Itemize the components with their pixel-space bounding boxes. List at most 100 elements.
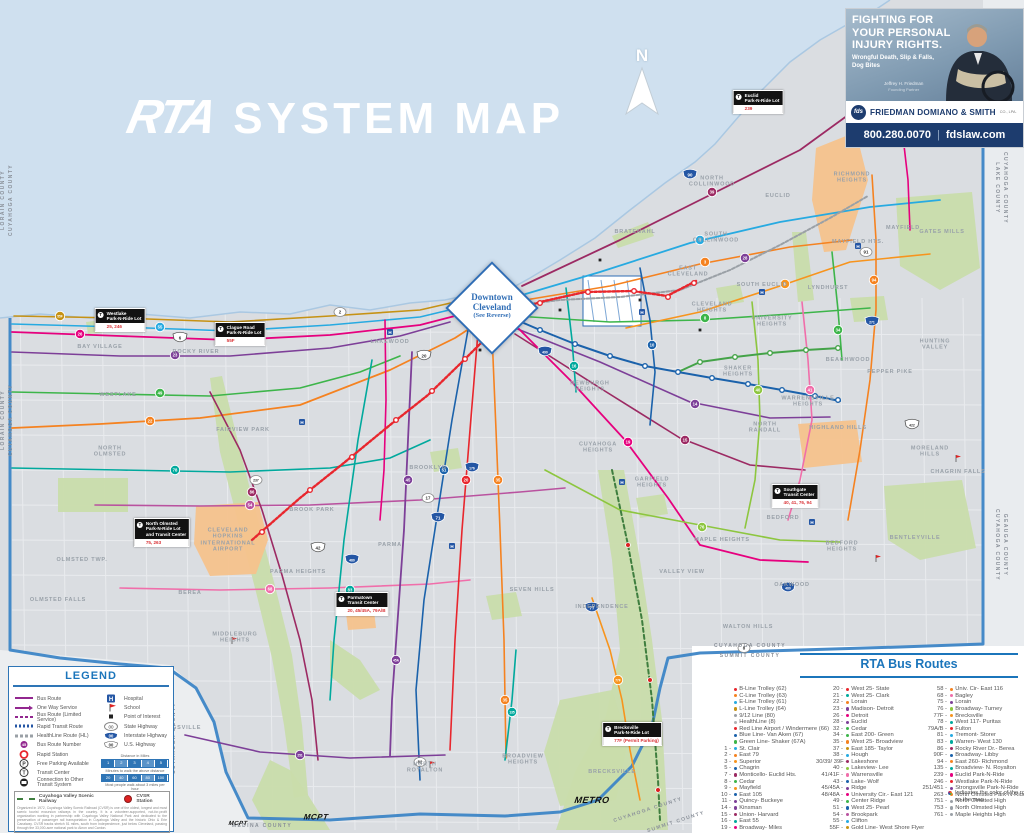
bus-route-list-item: 75 -Lorain [920,699,1024,706]
bus-route-list-item: 35 -West 25- Broadview [816,739,924,746]
route-number-badge [154,387,166,399]
highway-shield-number: 71 [436,516,441,521]
scalebar-cell: 5 [154,760,169,767]
bus-route-list-item: 9 -Mayfield [704,785,829,792]
highway-shield-number: 422 [909,424,915,428]
legend-item: Rapid Station [14,749,100,760]
route-color-dot [733,799,737,803]
route-number-badge [622,436,634,448]
route-number-badge-label: 8 [704,316,707,321]
county-label: LORAIN COUNTY [0,390,6,450]
rta-logo: RTA [122,91,219,144]
bus-route-list-item: 28 -Euclid [816,719,924,726]
route-color-dot [733,760,737,764]
svg-text:00: 00 [109,742,114,747]
routes-panel-rule-bottom [800,676,1018,678]
transit-center-routes: 20, 45/45A, 79A/B [336,607,388,615]
highway-shield-number: 90 [688,173,693,178]
bus-route-list-item: B-Line Trolley (62) [704,686,829,693]
advertisement[interactable]: FIGHTING FOR YOUR PERSONAL INJURY RIGHTS… [845,8,1024,148]
route-color-dot [845,826,849,830]
bus-route-name: East 55 [739,818,759,825]
transit-agency-logo: METRO [573,795,611,805]
transit-center-name-line: Park-N-Ride Lot [614,730,649,736]
district-area [194,502,268,576]
route-color-dot [949,766,953,771]
ad-website[interactable]: fdslaw.com [945,129,1006,141]
bus-route-number: 5 - [724,765,731,772]
route-color-dot [845,806,849,810]
bus-route-list-item: 239 -Euclid Park-N-Ride [920,772,1024,779]
bus-route-list-item: 55 -Clifton [816,818,924,825]
route-number-badge-label: 77F [615,679,621,683]
state-highway-shield [249,475,263,485]
route-number-badge [74,328,86,340]
ad-attorney: Jeffrey H. Friedman Founding Partner [884,81,923,92]
district-area [798,420,862,468]
svg-text:T: T [22,771,25,777]
bus-route-number: 68 - [937,692,947,699]
transit-center-icon: T [735,93,742,100]
bus-route-number: 753 - [933,804,947,811]
legend-item-label: School [124,705,140,712]
bus-route-name: Broadway- Libby [955,752,999,759]
route-color-dot [845,812,849,817]
route-color-dot [949,694,953,698]
route-color-dot [949,687,953,691]
downtown-line2: Cleveland [472,302,512,312]
park-area [884,480,976,560]
route-color-dot [845,793,849,797]
bus-route-name: East 185- Taylor [851,745,893,752]
route-color-dot [733,753,737,757]
bus-route-list-item: 19 -Broadway- Miles [704,824,829,831]
lake-erie [0,0,890,318]
route-number-badge-label: 35 [503,698,508,703]
bus-route-name: Bagley [955,692,973,699]
bus-route-list-item: 9/12 Line (80) [704,712,829,719]
route-number-badge-label: 86 [250,490,255,495]
rapid-station [675,369,682,376]
hospital-icon [759,289,765,295]
bus-route-list-item: 263 -North Olmsted Park-N-Ride [920,792,1024,799]
bus-route-number: 1 - [724,745,731,752]
legend-item-label: Transit Center [37,770,70,777]
bus-route-number: 77F - [933,712,947,719]
bus-route-number: 86 - [937,745,947,752]
park-area [636,494,668,518]
bus-route-number: 76 - [937,706,947,713]
rapid-station [745,381,752,388]
route-number-badge [832,324,844,336]
district-area [812,132,868,252]
route-number-badge [402,474,414,486]
county-label: MEDINA COUNTY [231,823,293,829]
bus-route-number: 251/451 - [922,785,948,792]
legend-item-label: Free Parking Available [37,760,89,767]
bus-route-list-item: L-Line Trolley (64) [704,706,829,713]
rapid-station [835,397,842,404]
legend-item: Bus Route (Limited Service) [14,712,100,723]
transit-center-routes: 239 [733,105,783,113]
route-color-dot [949,733,953,738]
bus-route-number: 83 - [937,739,947,746]
highway-shield-number: 271 [869,321,875,325]
circle-t-icon: T [14,768,34,780]
svg-text:45: 45 [22,742,27,747]
route-color-dot [733,793,737,797]
rapid-station [779,387,786,394]
park-area [210,376,308,798]
transit-route-line [209,391,319,761]
park-area [252,760,330,830]
park-area [330,640,380,700]
bus-route-name: North Olmsted High [955,804,1007,811]
bus-route-name: East 105 [739,791,763,798]
transit-route-line [831,251,843,361]
interstate-shield [464,461,480,473]
route-number-badge [54,310,66,322]
legend-item-label: Connection to Other Transit System [37,776,84,789]
highway-shield-number: 91 [864,250,869,255]
bus-route-list-item: 23 -Madison- Detroit [816,706,924,713]
highway-shield-number: 2 [339,310,342,315]
